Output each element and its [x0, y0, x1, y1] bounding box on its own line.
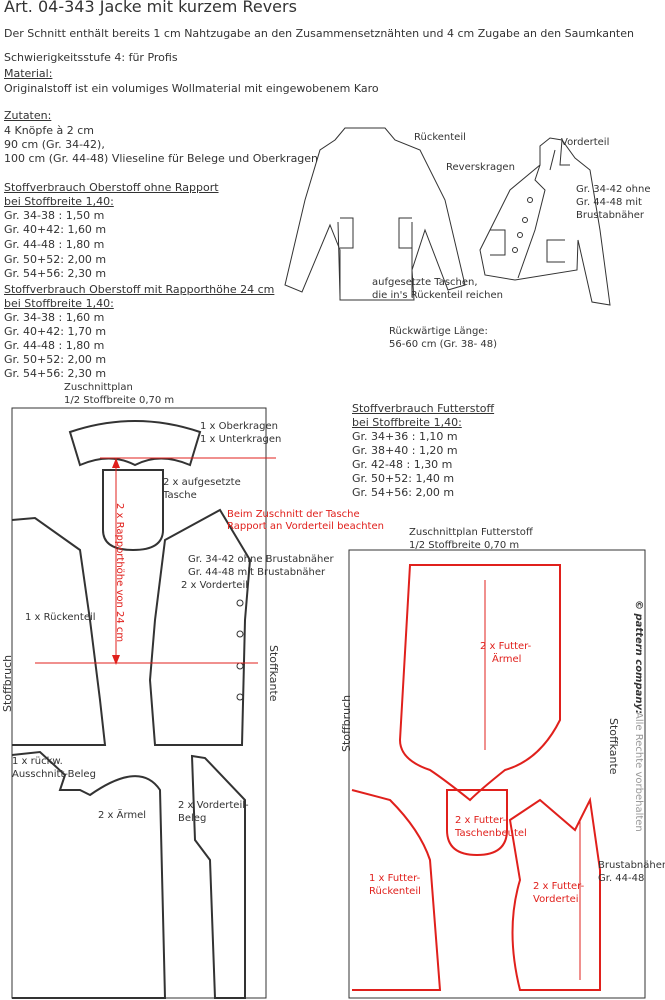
futter-heading: Stoffverbrauch Futterstoff — [352, 402, 495, 415]
material-text: Originalstoff ist ein volumiges Wollmate… — [4, 82, 379, 95]
consumption-row: Gr. 34+36 : 1,10 m — [352, 430, 458, 443]
label: Vorderteil — [561, 137, 610, 148]
label: 2 x Futter- — [533, 881, 585, 892]
stoffbruch-label: Stoffbruch — [1, 654, 14, 712]
label: Ausschnitt-Beleg — [12, 769, 96, 780]
oberstoff-heading: Stoffverbrauch Oberstoff ohne Rapport — [4, 181, 219, 194]
label: 1 x Oberkragen — [200, 421, 278, 432]
label: Reverskragen — [446, 162, 515, 173]
label: Taschenbeutel — [455, 828, 527, 839]
label: Tasche — [163, 490, 197, 501]
label: Ärmel — [492, 654, 522, 665]
label: 2 x Vorderteil — [181, 580, 248, 591]
intro-text: Der Schnitt enthält bereits 1 cm Nahtzug… — [4, 27, 634, 40]
label: 2 x Futter- — [480, 641, 532, 652]
rapport-heading: Stoffverbrauch Oberstoff mit Rapporthöhe… — [4, 283, 275, 296]
jacket-back-sketch — [284, 127, 466, 301]
consumption-row: Gr. 50+52: 2,00 m — [4, 353, 107, 366]
label: 2 x Futter- — [455, 815, 507, 826]
consumption-row: Gr. 34-38 : 1,50 m — [4, 209, 105, 222]
label: Rückwärtige Länge: — [389, 326, 488, 337]
material-heading: Material: — [4, 67, 53, 80]
label: Gr. 34-42 ohne Brustabnäher — [188, 554, 334, 565]
label: Brustabnäher — [576, 210, 644, 221]
consumption-row: Gr. 44-48 : 1,80 m — [4, 238, 105, 251]
label: 56-60 cm (Gr. 38- 48) — [389, 339, 497, 350]
rapport-label: 2 x Rapporthöhe von 24 cm — [114, 503, 125, 643]
copyright-brand: © pattern company: — [633, 600, 644, 715]
label: Gr. 44-48 mit Brustabnäher — [188, 567, 326, 578]
zutaten-heading: Zutaten: — [4, 109, 52, 122]
cutting-plan-box — [11, 407, 267, 999]
consumption-row: Gr. 50+52: 2,00 m — [4, 253, 107, 266]
consumption-row: Gr. 42-48 : 1,30 m — [352, 458, 453, 471]
label: Vorderteil — [533, 894, 582, 905]
label: Gr. 34-42 ohne — [576, 184, 651, 195]
label: Gr. 44-48 — [598, 873, 645, 884]
oberstoff-sub: bei Stoffbreite 1,40: — [4, 195, 114, 208]
stoffkante-label: Stoffkante — [607, 718, 620, 775]
zutaten-item: 100 cm (Gr. 44-48) Vlieseline für Belege… — [4, 152, 319, 165]
label: aufgesetzte Taschen, — [372, 277, 478, 288]
consumption-row: Gr. 50+52: 1,40 m — [352, 472, 455, 485]
stoffbruch-label: Stoffbruch — [340, 694, 353, 752]
label: 1 x rückw. — [12, 756, 63, 767]
difficulty: Schwierigkeitsstufe 4: für Profis — [4, 51, 178, 64]
consumption-row: Gr. 34-38 : 1,60 m — [4, 311, 105, 324]
label: 2 x Ärmel — [98, 810, 147, 821]
consumption-row: Gr. 38+40 : 1,20 m — [352, 444, 458, 457]
plan-width: 1/2 Stoffbreite 0,70 m — [64, 395, 175, 406]
label: Brustabnäher — [598, 860, 665, 871]
plan-title: Zuschnittplan — [64, 382, 133, 393]
consumption-row: Gr. 54+56: 2,30 m — [4, 267, 107, 280]
label: 2 x Vorderteil- — [178, 800, 249, 811]
consumption-row: Gr. 44-48 : 1,80 m — [4, 339, 105, 352]
label: Beleg — [178, 813, 207, 824]
label: 1 x Rückenteil — [25, 612, 96, 623]
rapport-sub: bei Stoffbreite 1,40: — [4, 297, 114, 310]
consumption-row: Gr. 54+56: 2,30 m — [4, 367, 107, 380]
label: Gr. 44-48 mit — [576, 197, 642, 208]
zutaten-item: 90 cm (Gr. 34-42), — [4, 138, 105, 151]
zutaten-item: 4 Knöpfe à 2 cm — [4, 124, 95, 137]
label: die in's Rückenteil reichen — [372, 290, 503, 301]
page-title: Art. 04-343 Jacke mit kurzem Revers — [4, 0, 297, 16]
label: 1 x Futter- — [369, 873, 421, 884]
label: Rückenteil — [414, 132, 466, 143]
consumption-row: Gr. 40+42: 1,70 m — [4, 325, 107, 338]
note: Beim Zuschnitt der Tasche — [227, 509, 360, 520]
fplan-width: 1/2 Stoffbreite 0,70 m — [409, 540, 520, 551]
label: 1 x Unterkragen — [200, 434, 282, 445]
label: Rückenteil — [369, 886, 421, 897]
copyright-text: Alle Rechte vorbehalten — [633, 712, 644, 832]
futter-sub: bei Stoffbreite 1,40: — [352, 416, 462, 429]
note: Rapport an Vorderteil beachten — [227, 521, 384, 532]
label: 2 x aufgesetzte — [163, 477, 241, 488]
consumption-row: Gr. 54+56: 2,00 m — [352, 486, 455, 499]
stoffkante-label: Stoffkante — [267, 645, 280, 702]
fplan-title: Zuschnittplan Futterstoff — [409, 527, 533, 538]
consumption-row: Gr. 40+42: 1,60 m — [4, 223, 107, 236]
jacket-front-sketch — [479, 137, 611, 306]
